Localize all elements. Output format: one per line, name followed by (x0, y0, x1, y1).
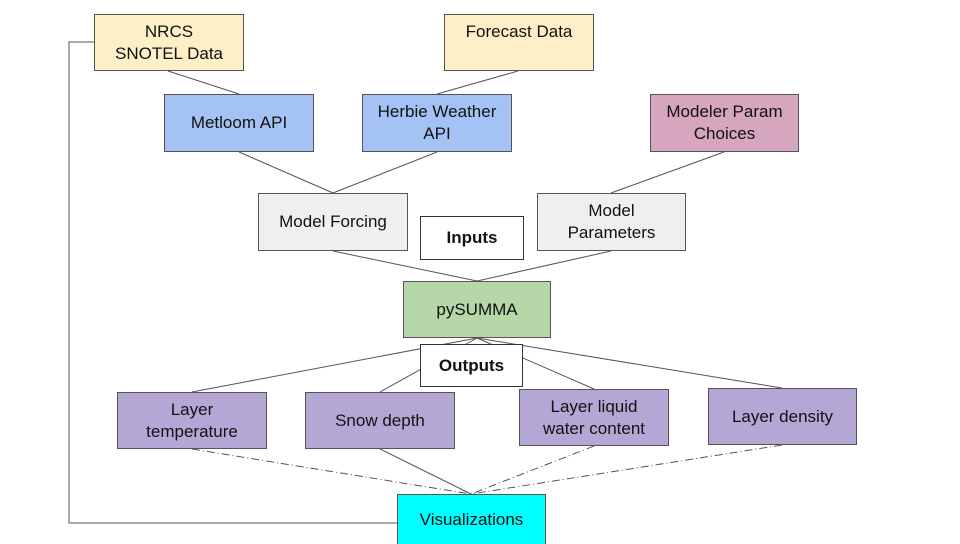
inputs-label: Inputs (420, 216, 524, 260)
visualizations-node: Visualizations (397, 494, 546, 544)
herbie-weather-api-node: Herbie Weather API (362, 94, 512, 152)
snow-depth-node: Snow depth (305, 392, 455, 449)
edge-layer-density-visualizations (470, 444, 783, 495)
layer-density-node: Layer density (708, 388, 857, 445)
edge-parameters-pysumma (476, 250, 612, 282)
layer-liquid-water-content-node: Layer liquid water content (519, 389, 669, 446)
edge-forcing-pysumma (332, 250, 478, 282)
edge-snow-depth-visualizations (379, 448, 472, 495)
edge-pysumma-layer-density (476, 337, 783, 389)
edge-herbie-forcing (332, 151, 438, 194)
pysumma-node: pySUMMA (403, 281, 551, 338)
nrcs-snotel-data-node: NRCS SNOTEL Data (94, 14, 244, 71)
edge-nrcs-metloom (167, 70, 240, 95)
model-parameters-node: Model Parameters (537, 193, 686, 251)
layer-temperature-node: Layer temperature (117, 392, 267, 449)
outputs-label: Outputs (420, 344, 523, 387)
edge-modeler-parameters (610, 151, 725, 194)
edge-metloom-forcing (238, 151, 334, 194)
edge-forecast-herbie (436, 70, 519, 95)
edge-layer-liquid-water-visualizations (470, 445, 595, 495)
edge-nrcs-visualizations (68, 41, 397, 524)
metloom-api-node: Metloom API (164, 94, 314, 152)
modeler-param-choices-node: Modeler Param Choices (650, 94, 799, 152)
edge-layer-temperature-visualizations (191, 448, 472, 495)
forecast-data-node: Forecast Data (444, 14, 594, 71)
model-forcing-node: Model Forcing (258, 193, 408, 251)
